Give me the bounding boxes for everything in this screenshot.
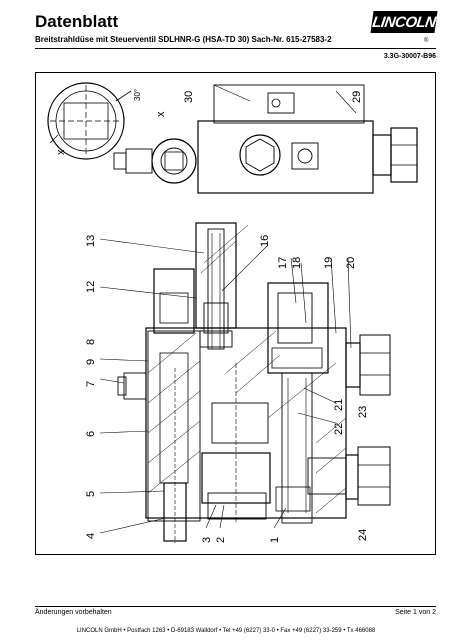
part-12: 12 bbox=[85, 281, 97, 293]
registered-mark: ® bbox=[424, 38, 429, 44]
part-1: 1 bbox=[269, 537, 281, 543]
page-subtitle: Breitstrahldüse mit Steuerventil SDLHNR-… bbox=[35, 35, 332, 44]
part-2: 2 bbox=[215, 537, 227, 543]
part-22: 22 bbox=[333, 423, 345, 435]
part-17: 17 bbox=[277, 257, 289, 269]
company-logo: LINCOLN bbox=[370, 11, 438, 33]
part-24: 24 bbox=[357, 529, 369, 541]
right-bore bbox=[281, 372, 313, 524]
fitting-24 bbox=[345, 454, 359, 500]
part-8: 8 bbox=[85, 339, 97, 345]
fitting-23 bbox=[345, 342, 361, 388]
top-fitting bbox=[372, 134, 392, 176]
upper-sleeve bbox=[195, 222, 237, 329]
page-number: Seite 1 von 2 bbox=[395, 609, 436, 616]
nozzle-circle bbox=[151, 138, 197, 184]
part-5: 5 bbox=[85, 491, 97, 497]
part-16: 16 bbox=[259, 235, 271, 247]
document-number: 3.3G-30007-B96 bbox=[383, 53, 436, 60]
part-19: 19 bbox=[323, 257, 335, 269]
part-13: 13 bbox=[85, 235, 97, 247]
part-21: 21 bbox=[333, 399, 345, 411]
main-valve-block bbox=[145, 327, 347, 519]
label-30: 30 bbox=[183, 91, 195, 103]
part-7: 7 bbox=[85, 381, 97, 387]
header-rule bbox=[35, 48, 436, 49]
label-30-degree: 30° bbox=[133, 89, 142, 101]
company-address: LINCOLN GmbH • Postfach 1263 • D-69183 W… bbox=[76, 628, 376, 634]
drawing-frame bbox=[35, 72, 436, 555]
label-29: 29 bbox=[351, 91, 363, 103]
side-fitting-7-8 bbox=[123, 372, 147, 400]
valve-body-top bbox=[197, 120, 374, 194]
part-18: 18 bbox=[291, 257, 303, 269]
part-3: 3 bbox=[201, 537, 213, 543]
part-20: 20 bbox=[345, 257, 357, 269]
part-23: 23 bbox=[357, 406, 369, 418]
technical-drawing: 30 29 x x 30° 13 16 12 17 18 19 20 9 8 7… bbox=[47, 82, 418, 543]
label-x-left: x bbox=[55, 149, 67, 155]
part-6: 6 bbox=[85, 431, 97, 437]
footer-rule bbox=[35, 606, 436, 607]
part-4: 4 bbox=[85, 533, 97, 539]
left-cylinder-top bbox=[153, 268, 195, 334]
part-9: 9 bbox=[85, 359, 97, 365]
gauge-outer-circle bbox=[47, 82, 125, 160]
valve-cover-top bbox=[213, 84, 365, 124]
label-x-top: x bbox=[155, 111, 167, 117]
footer-disclaimer: Änderungen vorbehalten bbox=[35, 609, 112, 616]
center-bore bbox=[239, 134, 281, 176]
top-fitting-nut bbox=[390, 127, 418, 183]
page-title: Datenblatt bbox=[35, 12, 119, 31]
